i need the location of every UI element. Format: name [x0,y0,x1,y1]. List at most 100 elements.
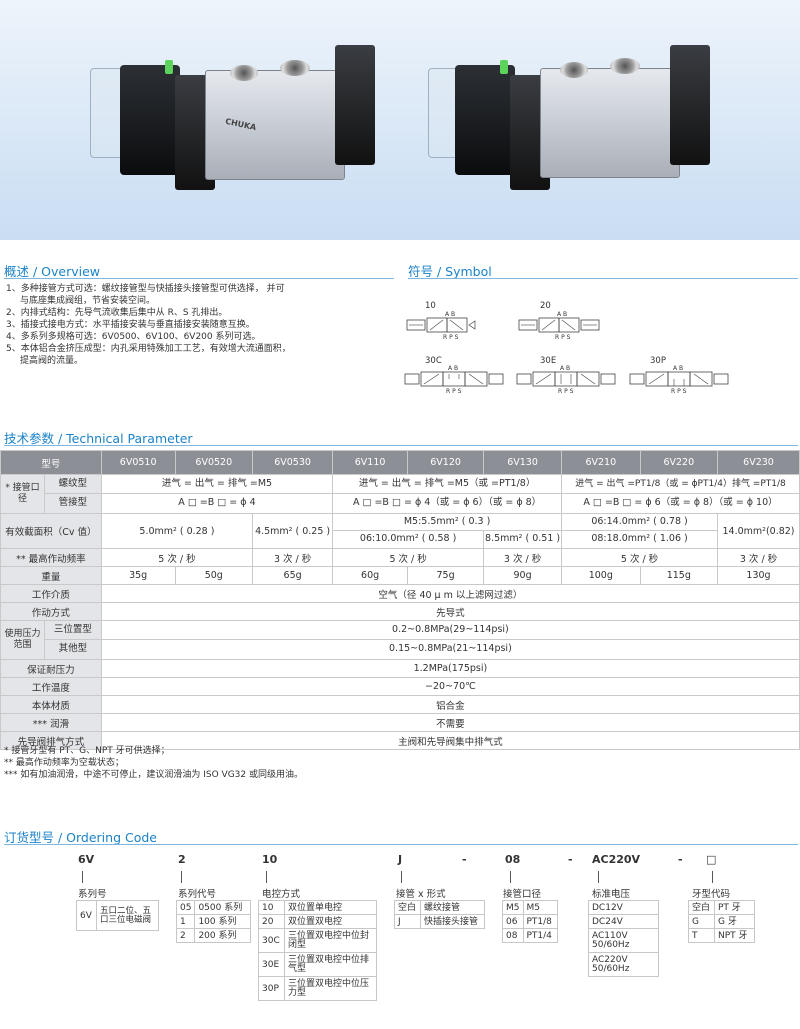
list-item: 2、内排式结构：先导气流收集后集中从 R、S 孔排出。 [6,308,228,318]
list-item: 1、多种接管方式可选：螺纹接管型与快插接头接管型可供选择， 并可 [6,284,285,294]
code-port-form: J [398,853,403,866]
row-label: 工作介质 [0,584,102,603]
cell: J [394,914,421,929]
row-label: 工作温度 [0,677,102,696]
cell: 5.0mm² ( 0.28 ) [100,513,254,549]
series-code-title: 系列代号 [178,889,217,900]
cell: DC24V [588,914,659,929]
symbol-10-rps: R P S [443,334,459,341]
cell: 0.2~0.8MPa(29~114psi) 0.15~0.8MPa(21~114… [100,620,800,660]
thread-value: 进气 = 出气 = 排气 =M5 [101,475,333,494]
symbol-20-ab: A B [557,311,568,318]
coil-block [120,65,180,175]
code-tick [712,871,713,883]
code-series-code: 2 [178,853,186,866]
header-cell: 6V0530 [252,450,334,475]
code-tick [266,871,267,883]
table-header-row: 型号 6V0510 6V0520 6V0530 6V110 6V120 6V13… [0,450,800,475]
valve-body [205,70,345,180]
row-label: 保证耐压力 [0,659,102,678]
cell: 3 次 / 秒 [717,548,800,567]
cell: 05 [175,900,196,915]
voltage-table: DC12V DC24V AC110V 50/60Hz AC220V 50/60H… [588,900,659,977]
cell: 0500 系列 [194,900,252,915]
port-form-title: 接管 x 形式 [396,889,446,900]
tech-divider [4,445,798,446]
table-row: 有效截面积（Cv 值） 5.0mm² ( 0.28 ) 4.5mm² ( 0.2… [0,513,800,549]
symbol-20-diagram [518,317,600,333]
ordering-divider [4,844,798,845]
cell: PT 牙 [714,900,755,915]
table-row: 工作温度 −20~70℃ [0,677,800,696]
cell: 双位置双电控 [284,914,377,929]
cell: 5 次 / 秒 [100,548,254,567]
series-table: 6V 五口二位、五口三位电磁阀 [76,900,159,931]
cell: 不需要 [100,713,800,732]
cell: −20~70℃ [100,677,800,696]
code-tick [598,871,599,883]
cell: 6V [76,900,97,931]
symbol-30p-diagram [629,371,729,387]
table-row: DC12V [588,900,659,915]
cell: G [688,914,715,929]
thread-title: 牙型代码 [692,889,731,900]
code-thread: □ [706,853,717,866]
header-cell: 6V0510 [100,450,176,475]
cell: 5 次 / 秒 [561,548,719,567]
symbol-30p-rps: R P S [671,388,687,395]
row-label: 使用压力范围 三位置型 其他型 [0,620,102,660]
table-row: 重量 35g 50g 65g 60g 75g 90g 100g 115g 130… [0,566,800,585]
cell: 20 [258,914,285,929]
table-row: * 接管口径 螺纹型 管接型 进气 = 出气 = 排气 =M5 A □ =B □… [0,474,800,514]
port-cell: 进气 = 出气 = 排气 =M5（或 =PT1/8） A □ =B □ = ϕ … [332,474,563,514]
symbol-30c-ab: A B [448,365,459,372]
pressure-value: 0.2~0.8MPa(29~114psi) [101,621,799,640]
cv-m5: M5:5.5mm² ( 0.3 ) [333,514,562,531]
port-hole [560,62,588,78]
valve-body [540,68,680,178]
header-cell: 6V110 [332,450,409,475]
symbol-30c-diagram [404,371,504,387]
cell: G 牙 [714,914,755,929]
end-cap-right [670,45,710,165]
cell: PT1/8 [522,914,558,929]
cell: 1 [175,914,196,929]
table-row: DC24V [588,914,659,929]
code-tick [181,871,182,883]
row-label: 作动方式 [0,602,102,621]
pressure-sub-label: 其他型 [58,643,88,654]
cell: 35g [100,566,176,585]
cv-08: 08:18.0mm² ( 1.06 ) [591,533,688,544]
table-row: 6V 五口二位、五口三位电磁阀 [76,900,159,931]
overview-list: 1、多种接管方式可选：螺纹接管型与快插接头接管型可供选择， 并可 与底座集成阀组… [6,283,336,367]
header-cell: 6V210 [561,450,641,475]
header-cell: 6V120 [407,450,485,475]
cell: 14.0mm²(0.82) [717,513,800,549]
code-dash: - [568,853,573,866]
cell: 90g [483,566,563,585]
port-hole [280,60,310,76]
cell: 1.2MPa(175psi) [100,659,800,678]
cell: 三位置双电控中位封闭型 [284,928,377,953]
cell: 60g [332,566,409,585]
symbol-title: 符号 / Symbol [408,264,492,279]
cell: 3 次 / 秒 [483,548,563,567]
footnote: *** 如有加油润滑，中途不可停止，建议润滑油为 ISO VG32 或同级用油。 [4,770,303,780]
table-row: *** 润滑 不需要 [0,713,800,732]
ordering-title: 订货型号 / Ordering Code [4,830,157,845]
thread-value: 进气 = 出气 =PT1/8（或 = ϕPT1/4）排气 =PT1/8 [562,475,799,494]
cell: 三位置双电控中位排气型 [284,952,377,977]
cell: T [688,928,715,943]
cv-06: 06:14.0mm² ( 0.78 ) [562,514,718,531]
cell: 铝合金 [100,695,800,714]
cell: 先导式 [100,602,800,621]
cell: M5 [522,900,558,915]
control-title: 电控方式 [262,889,301,900]
